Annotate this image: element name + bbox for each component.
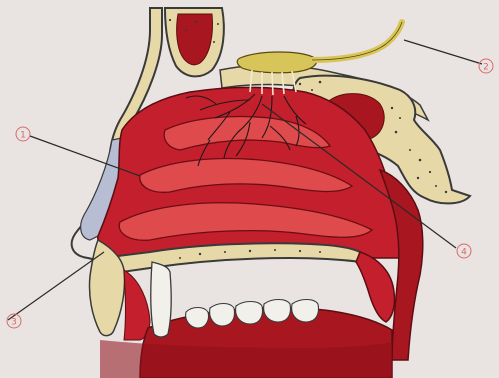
- olfactory-bulb: [237, 52, 316, 73]
- callout-1-label: 1: [20, 131, 26, 141]
- callout-4-label: 4: [461, 248, 467, 258]
- callout-3-label: 3: [11, 318, 17, 328]
- callout-2-label: 2: [483, 63, 489, 73]
- incisor-tooth: [151, 262, 172, 337]
